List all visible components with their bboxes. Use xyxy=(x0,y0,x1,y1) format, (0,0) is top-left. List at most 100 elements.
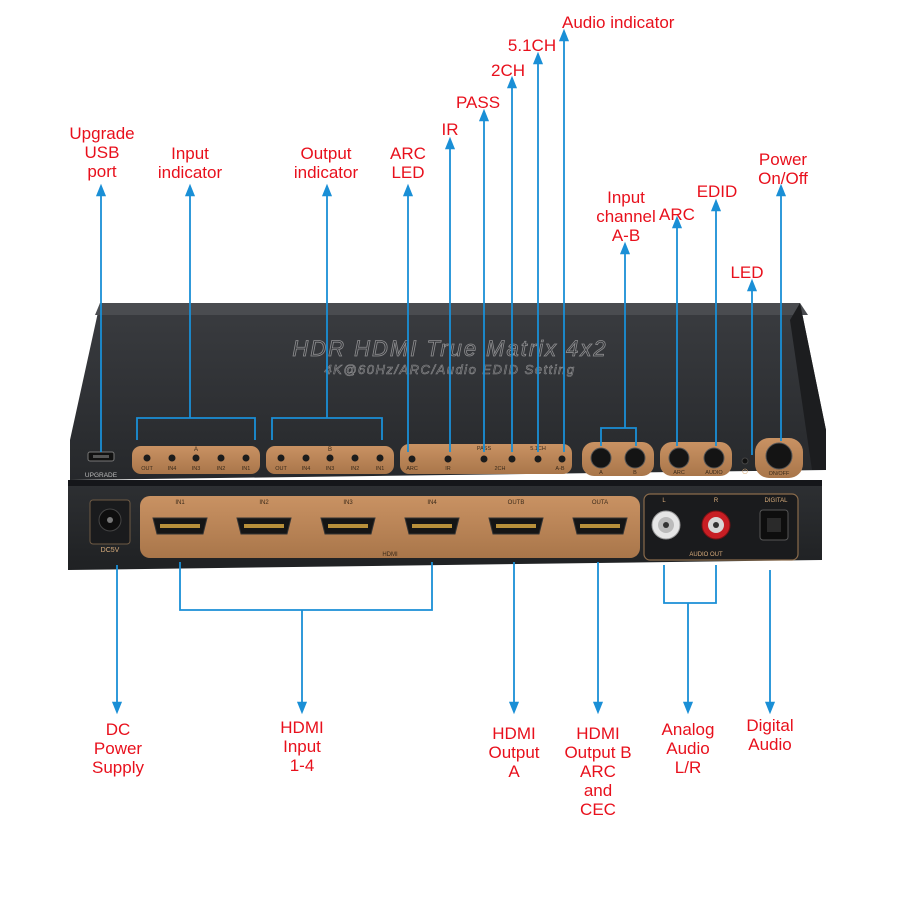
arc-led-label: ARC xyxy=(406,466,418,472)
group-a-port-label: IN3 xyxy=(192,466,201,472)
arc-button[interactable] xyxy=(668,447,690,469)
hdmi-in2-port[interactable] xyxy=(236,517,292,535)
callout-analog-audio: Analog Audio L/R xyxy=(650,720,726,777)
callout-line: and xyxy=(583,781,613,800)
group-b-port-label: IN4 xyxy=(302,466,311,472)
callout-upgrade-usb-port: Upgrade USB port xyxy=(62,124,142,181)
channel-b-label: B xyxy=(633,470,637,476)
callout-output-indicator: Output indicator xyxy=(278,144,374,182)
ch51-led xyxy=(534,455,542,463)
channel-a-button[interactable] xyxy=(590,447,612,469)
callout-line: channel xyxy=(596,207,656,226)
callout-line: DC xyxy=(105,720,131,739)
callout-arc: ARC xyxy=(659,205,695,224)
callout-line: A xyxy=(508,762,520,781)
callout-line: HDMI xyxy=(576,724,620,743)
callout-line: Analog xyxy=(661,720,715,739)
callout-input-indicator: Input indicator xyxy=(142,144,238,182)
callout-hdmi-output-a: HDMI Output A xyxy=(474,724,554,781)
hdmi-port-label: OUTB xyxy=(508,500,525,506)
callout-input-channel-ab: Input channel A-B xyxy=(582,188,670,245)
callout-line: ARC xyxy=(580,762,616,781)
callout-dc-power-supply: DC Power Supply xyxy=(80,720,156,777)
callout-pass: PASS xyxy=(455,93,501,112)
hdmi-port-panel xyxy=(140,496,640,558)
group-a-port-label: OUT xyxy=(141,466,153,472)
hdmi-in1-port[interactable] xyxy=(152,517,208,535)
hdmi-in4-port[interactable] xyxy=(404,517,460,535)
pass-led xyxy=(480,455,488,463)
dc-jack-pin xyxy=(107,517,113,523)
optical-digital-port[interactable] xyxy=(759,509,789,541)
hdmi-outb-port[interactable] xyxy=(488,517,544,535)
edid-button[interactable] xyxy=(703,447,725,469)
audio-out-label: AUDIO OUT xyxy=(689,552,723,558)
callout-line: Digital xyxy=(746,716,794,735)
ch2-led xyxy=(508,455,516,463)
channel-b-button[interactable] xyxy=(624,447,646,469)
callout-2ch: 2CH xyxy=(490,61,525,80)
callout-line: Upgrade xyxy=(69,124,135,143)
callout-line: 1-4 xyxy=(289,756,315,775)
callout-ir: IR xyxy=(441,120,459,139)
callout-audio-indicator: Audio indicator xyxy=(562,13,675,32)
group-b-label: B xyxy=(328,447,332,453)
audio-button-label: AUDIO xyxy=(705,470,723,476)
callout-line: Output xyxy=(488,743,540,762)
audio-led xyxy=(558,455,566,463)
callout-led: LED xyxy=(730,263,764,282)
hdmi-panel-label: HDMI xyxy=(382,552,398,558)
power-symbol-icon: ⏻ xyxy=(742,468,748,476)
callout-line: Audio xyxy=(748,735,792,754)
group-b-port-label: IN3 xyxy=(326,466,335,472)
callout-line: L/R xyxy=(674,758,702,777)
callout-line: HDMI xyxy=(492,724,536,743)
hdmi-port-label: IN2 xyxy=(259,500,269,506)
callout-hdmi-input: HDMI Input 1-4 xyxy=(264,718,340,775)
callout-line: Audio xyxy=(666,739,710,758)
group-a-port-label: IN1 xyxy=(242,466,251,472)
callout-line: Input xyxy=(171,144,209,163)
arc-led xyxy=(408,455,416,463)
callout-line: Power xyxy=(758,150,808,169)
callout-line: LED xyxy=(391,163,425,182)
hdmi-outa-port[interactable] xyxy=(572,517,628,535)
callout-line: Power xyxy=(93,739,143,758)
on-off-label: ON/OFF xyxy=(769,471,790,477)
callout-power-on-off: Power On/Off xyxy=(748,150,818,188)
group-b-port-label: OUT xyxy=(275,466,287,472)
callout-line: Output xyxy=(300,144,352,163)
upgrade-label: UPGRADE xyxy=(85,472,118,479)
device-right-side xyxy=(790,303,826,470)
hdmi-ports xyxy=(152,517,628,535)
group-b-port-label: IN2 xyxy=(351,466,360,472)
dc5v-label: DC5V xyxy=(101,547,120,554)
callout-line: USB xyxy=(84,143,120,162)
device-seam xyxy=(68,480,822,486)
group-b-port-label: IN1 xyxy=(376,466,385,472)
callout-line: Input xyxy=(283,737,321,756)
group-a-label: A xyxy=(194,447,198,453)
hdmi-port-label: IN4 xyxy=(427,500,437,506)
hdmi-port-label: IN1 xyxy=(175,500,185,506)
callout-hdmi-output-b: HDMI Output B ARC and CEC xyxy=(556,724,640,819)
device-title-print: HDR HDMI True Matrix 4x2 xyxy=(292,336,607,361)
callout-line: port xyxy=(87,162,117,181)
callout-edid: EDID xyxy=(696,182,738,201)
callout-line: Supply xyxy=(92,758,144,777)
callout-line: ARC xyxy=(390,144,426,163)
audio-l-label: L xyxy=(662,498,666,504)
power-button[interactable] xyxy=(765,442,793,470)
callout-line: HDMI xyxy=(280,718,324,737)
usb-upgrade-port[interactable] xyxy=(87,451,115,462)
group-a-port-label: IN2 xyxy=(217,466,226,472)
hdmi-in3-port[interactable] xyxy=(320,517,376,535)
callout-leader-lines xyxy=(95,28,787,455)
ab-label: A-B xyxy=(555,466,565,472)
ch2-label: 2CH xyxy=(494,466,505,472)
callout-leader-lines-bottom xyxy=(111,562,776,715)
power-led xyxy=(741,457,749,465)
rca-left-jack[interactable] xyxy=(651,510,681,540)
rca-right-jack[interactable] xyxy=(701,510,731,540)
